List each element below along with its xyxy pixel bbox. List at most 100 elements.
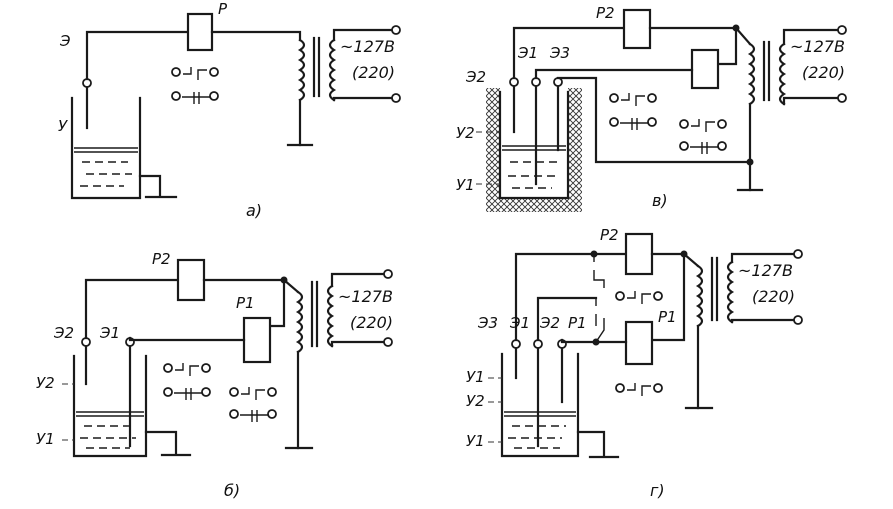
relay-label: Р1 [236,294,255,312]
tank [498,90,570,200]
electrode-terminal [81,337,91,347]
electrode-label: Э1 [517,44,538,62]
relay-coil [690,48,720,90]
supply-terminal [391,93,401,103]
supply-terminal [837,93,847,103]
electrode-label: Э1 [509,314,530,332]
supply-terminal [383,337,393,347]
caption: а) [246,201,262,220]
hatched-insulation [486,88,582,212]
diagram-g: Э3 Э1 Э2 Р1 У1 У2 У1 Р2 Р1 ~127В (220) г… [466,226,803,500]
level-label: У [58,117,68,135]
voltage-alt-label: (220) [352,63,395,82]
wire [560,338,628,344]
wire [782,28,840,46]
electrode-terminal [531,77,541,87]
level-label: У1 [466,368,485,386]
tank [70,96,142,200]
level-label: У2 [466,392,485,410]
diagram-b: Э2 Э1 У2 У1 Р2 Р1 ~127В (220) б) [36,250,393,500]
tank-ground-wire [138,174,162,198]
relay-contacts [171,67,219,104]
level-label: У2 [456,124,475,142]
wire [84,278,180,340]
voltage-label: ~127В [338,287,393,306]
wire [268,278,286,328]
wire [210,30,302,42]
electrode-terminal [553,77,563,87]
level-label: У1 [36,430,55,448]
transformer [747,40,787,106]
voltage-alt-label: (220) [802,63,845,82]
supply-terminal [793,249,803,259]
voltage-label: ~127В [738,261,793,280]
wire [332,96,394,102]
tank [72,354,148,458]
electrode-label: Э [59,32,71,50]
voltage-label: ~127В [790,37,845,56]
level-label: У1 [466,432,485,450]
supply-terminal [383,269,393,279]
wire [650,252,686,342]
relay-label: Р2 [152,250,171,268]
wire [512,26,626,80]
relay-label: Р2 [600,226,619,244]
supply-terminal [837,25,847,35]
transformer [297,36,337,102]
tank-ground-wire [576,430,606,458]
caption: в) [652,191,668,210]
voltage-label: ~127В [340,37,395,56]
liquid-lines [76,411,144,449]
transformer [295,280,335,354]
wire [536,296,598,342]
relay-coil [176,258,206,302]
diagram-a: Э У Р ~127В (220) а) [58,0,401,220]
diagram-v: Э2 Э1 Э3 У2 У1 Р2 ~127В (220) в) [456,4,847,212]
liquid-lines [504,411,576,449]
wire [730,318,796,324]
voltage-alt-label: (220) [350,313,393,332]
wire [332,28,394,42]
wire [330,340,386,348]
wire [128,336,246,342]
relay-coil [186,12,214,52]
level-label: У2 [36,374,55,392]
relay-coil [624,320,654,366]
wire [782,96,840,106]
relay-coil [242,316,272,364]
electrode-label: Э2 [465,68,486,86]
wire [718,26,738,66]
liquid-lines [502,145,566,189]
relay-coil [624,232,654,276]
relay-contacts [593,254,663,396]
caption: б) [224,481,240,500]
electrode-label: Э3 [477,314,498,332]
relay-label: Р2 [596,4,615,22]
supply-terminal [793,315,803,325]
level-label: У1 [456,176,475,194]
electrode-terminal [533,339,543,349]
contact-label: Р1 [568,314,587,332]
transformer [695,256,735,328]
electrode-terminal [511,339,521,349]
liquid-lines [74,147,138,187]
electrode-label: Э2 [53,324,74,342]
relay-contacts [163,363,277,422]
wire [534,68,694,80]
supply-terminal [391,25,401,35]
relay-label: Р [218,0,228,18]
wire [650,252,700,268]
wire [556,76,752,164]
voltage-alt-label: (220) [752,287,795,306]
electrode-terminal [509,77,519,87]
tank [500,352,580,458]
electrode-terminal [82,78,92,88]
wire [730,252,796,264]
wire [330,272,386,288]
relay-coil [622,8,652,50]
tank-ground-wire [144,430,178,456]
caption: г) [650,481,665,500]
wire [514,252,628,342]
relay-contacts [609,93,727,154]
